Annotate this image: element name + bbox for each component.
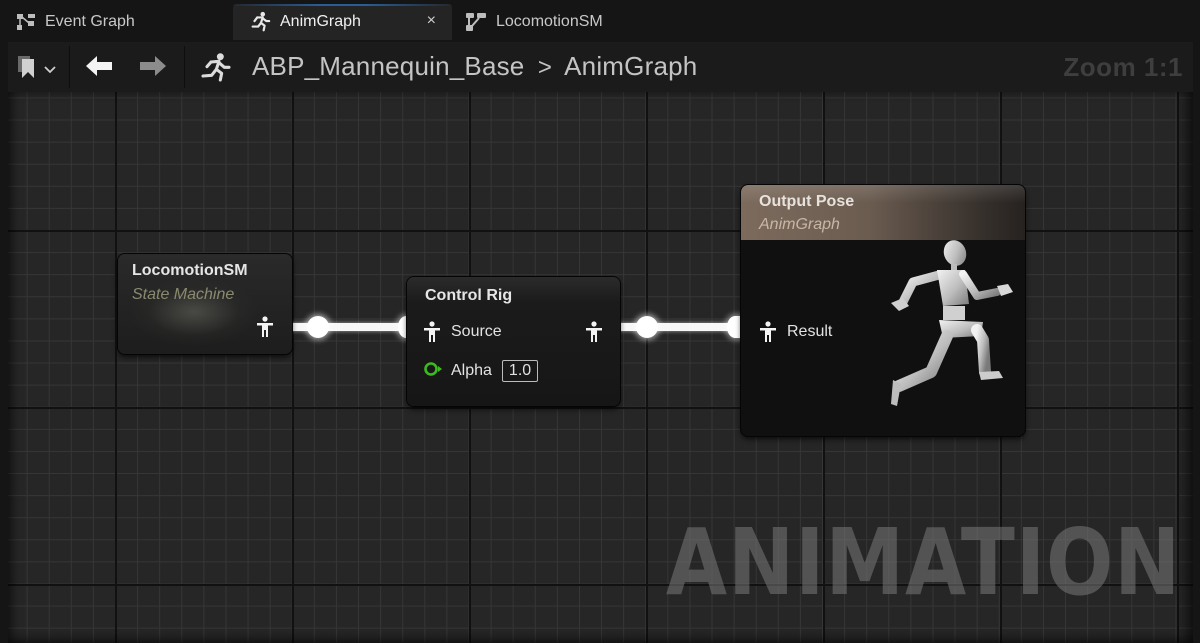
wire-sm-to-controlrig[interactable]	[286, 323, 404, 331]
chevron-down-icon	[44, 61, 56, 79]
output-pose-pin[interactable]	[585, 321, 603, 343]
pin-label: Source	[451, 323, 502, 340]
breadcrumb: ABP_Mannequin_Base > AnimGraph	[252, 51, 697, 82]
node-subtitle: AnimGraph	[759, 216, 840, 233]
breadcrumb-root[interactable]: ABP_Mannequin_Base	[252, 51, 525, 81]
result-pose-pin[interactable]: Result	[759, 321, 832, 343]
back-button[interactable]	[85, 55, 113, 82]
mannequin-running-icon	[873, 240, 1023, 420]
pose-pin-icon	[585, 321, 603, 343]
event-graph-icon	[16, 13, 36, 31]
wire-controlrig-to-output[interactable]	[615, 323, 737, 331]
wire-reroute-knob[interactable]	[307, 316, 329, 338]
pose-pin-icon	[759, 321, 777, 343]
graph-toolbar: ABP_Mannequin_Base > AnimGraph Zoom 1:1	[8, 42, 1193, 93]
output-pose-node[interactable]: Output Pose AnimGraph Result	[741, 185, 1025, 436]
forward-button[interactable]	[139, 55, 167, 82]
graph-watermark: ANIMATION	[665, 509, 1181, 616]
output-pose-pin[interactable]	[256, 316, 274, 338]
node-subtitle: State Machine	[132, 286, 235, 303]
alpha-pin[interactable]: Alpha 1.0	[423, 360, 539, 382]
control-rig-node[interactable]: Control Rig Source	[407, 277, 620, 406]
locomotion-sm-node[interactable]: LocomotionSM State Machine	[118, 254, 292, 354]
tab-animgraph[interactable]: AnimGraph ×	[233, 4, 452, 40]
close-tab-icon[interactable]: ×	[426, 12, 436, 29]
tab-label: AnimGraph	[280, 13, 361, 30]
breadcrumb-separator: >	[537, 54, 553, 81]
tab-label: LocomotionSM	[496, 13, 603, 30]
arrow-right-icon	[139, 55, 167, 82]
node-title: LocomotionSM	[132, 262, 248, 279]
node-title: Output Pose	[759, 193, 855, 210]
tab-event-graph[interactable]: Event Graph	[0, 4, 230, 40]
running-man-icon	[249, 11, 271, 33]
wire-reroute-knob[interactable]	[636, 316, 658, 338]
breadcrumb-current[interactable]: AnimGraph	[564, 51, 698, 81]
breadcrumb-root-icon	[198, 52, 232, 89]
tab-bar: Event Graph AnimGraph × LocomotionSM	[0, 0, 1200, 42]
pin-label: Alpha	[451, 362, 492, 379]
pose-pin-icon	[423, 321, 441, 343]
graph-canvas[interactable]: ANIMATION LocomotionSM State Machine Con…	[8, 92, 1193, 643]
float-pin-icon	[423, 361, 443, 382]
bookmark-button[interactable]	[18, 56, 56, 83]
node-header	[741, 185, 1025, 240]
source-pose-pin[interactable]: Source	[423, 321, 502, 343]
tab-locomotion-sm[interactable]: LocomotionSM	[455, 4, 655, 40]
node-title: Control Rig	[425, 287, 513, 304]
tab-label: Event Graph	[45, 13, 135, 30]
bookmark-icon	[18, 56, 36, 83]
wire-end-cap	[727, 316, 743, 338]
pose-pin-icon	[256, 316, 274, 338]
pin-label: Result	[787, 323, 833, 340]
arrow-left-icon	[85, 55, 113, 82]
zoom-level: Zoom 1:1	[1063, 52, 1183, 82]
state-machine-icon	[465, 12, 487, 32]
alpha-value-input[interactable]: 1.0	[501, 360, 539, 382]
running-man-icon	[198, 52, 232, 89]
